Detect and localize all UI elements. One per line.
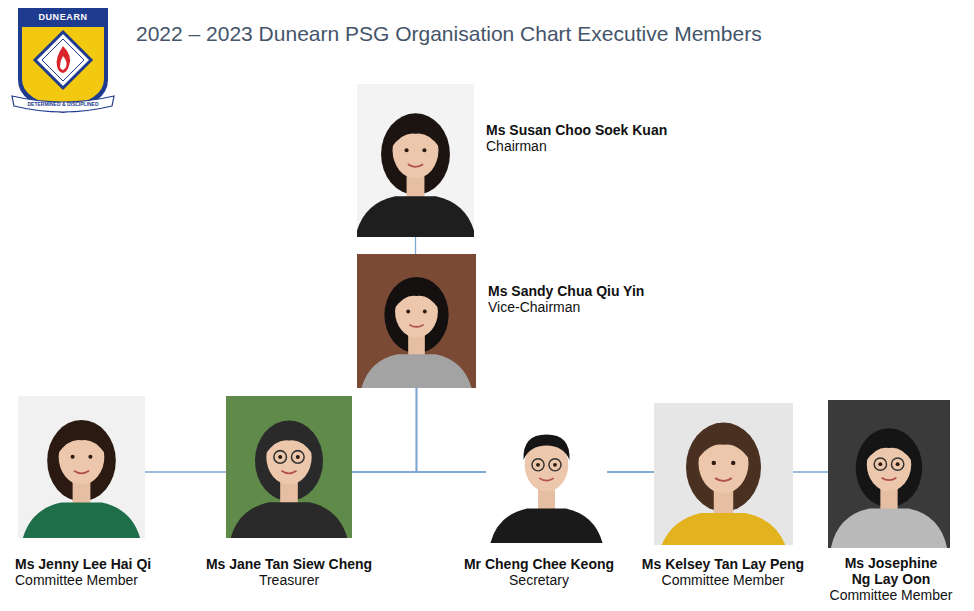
eye [88,455,92,459]
eye [405,148,409,152]
member-name: Ms Jenny Lee Hai Qi [15,556,151,572]
photo-background [18,396,145,538]
smile [715,478,732,481]
shoulders [357,196,474,237]
member-text: Ms Sandy Chua Qiu YinVice-Chairman [488,283,644,315]
member-card: Mr Cheng Chee KeongSecretary [486,406,607,543]
org-connector [415,237,416,254]
member-card: Ms Susan Choo Soek KuanChairman [357,84,474,237]
member-card: Ms Jane Tan Siew ChengTreasurer [226,396,352,538]
member-card: Ms Kelsey Tan Lay PengCommittee Member [654,403,793,545]
member-role: Vice-Chairman [488,299,644,315]
crest-name: DUNEARN [18,12,108,23]
photo-background [357,254,476,388]
member-role: Treasurer [206,572,372,588]
member-card: Ms Josephine Ng Lay OonCommittee Member [828,400,950,548]
eye [731,461,735,465]
glasses [891,458,903,470]
crest-diamond [35,32,91,88]
smile [281,471,296,474]
member-name: Ms Josephine Ng Lay Oon [838,555,943,587]
member-text: Mr Cheng Chee KeongSecretary [464,556,614,588]
smile [408,164,423,167]
shoulders [830,509,948,548]
glasses [549,459,561,471]
eye [278,455,282,459]
shoulders [229,502,350,538]
crest-flame [57,46,71,73]
eye [553,463,557,467]
portrait-photo [486,406,607,543]
member-role: Committee Member [15,572,151,588]
eye [896,462,900,466]
portrait-photo [654,403,793,545]
crest-flame-core [60,56,67,70]
member-text: Ms Kelsey Tan Lay PengCommittee Member [642,556,804,588]
member-card: Ms Jenny Lee Hai QiCommittee Member [18,396,145,538]
eye [422,148,426,152]
crest-ribbon [12,96,114,112]
member-name: Ms Kelsey Tan Lay Peng [642,556,804,572]
photo-background [226,396,352,538]
photo-background [357,84,474,237]
eye [71,455,75,459]
eye [712,461,716,465]
member-name: Ms Sandy Chua Qiu Yin [488,283,644,299]
glasses [874,458,886,470]
portrait-photo [226,396,352,538]
photo-background [654,403,793,545]
fringe [265,424,313,454]
fringe [57,424,105,454]
portrait-photo [357,84,474,237]
org-connector [352,388,417,472]
chart-title: 2022 – 2023 Dunearn PSG Organisation Cha… [136,22,762,46]
member-role: Secretary [464,572,614,588]
fringe [866,432,913,462]
shoulders [359,354,473,388]
crest-inner-diamond [42,39,84,81]
fringe [391,117,439,148]
crest-motto: DETERMINED & DISCIPLINED [14,101,112,107]
eye [406,310,410,314]
portrait-photo [828,400,950,548]
member-name: Mr Cheng Chee Keong [464,556,614,572]
photo-background [828,400,950,548]
crest-field [22,27,104,108]
eye [423,310,427,314]
member-name: Ms Susan Choo Soek Kuan [486,122,667,138]
shoulders [21,503,143,538]
member-role: Committee Member [642,572,804,588]
glasses [274,451,287,464]
portrait-photo [18,396,145,538]
member-text: Ms Jane Tan Siew ChengTreasurer [206,556,372,588]
eye [296,455,300,459]
shoulders [657,513,790,545]
fringe [523,435,569,460]
crest-shield [18,8,108,113]
member-text: Ms Susan Choo Soek KuanChairman [486,122,667,154]
portrait-photo [357,254,476,388]
member-text: Ms Jenny Lee Hai QiCommittee Member [15,556,151,588]
glasses [292,451,305,464]
fringe [697,427,750,460]
member-role: Committee Member [830,587,953,603]
fringe [394,281,439,310]
org-connector [417,388,487,472]
smile [74,471,89,474]
member-card: Ms Sandy Chua Qiu YinVice-Chairman [357,254,476,388]
glasses [532,459,544,471]
shoulders [488,508,604,543]
smile [882,478,897,480]
smile [539,478,554,480]
eye [878,462,882,466]
photo-background [486,406,607,543]
smile [409,325,423,327]
member-name: Ms Jane Tan Siew Cheng [206,556,372,572]
member-role: Chairman [486,138,667,154]
member-text: Ms Josephine Ng Lay OonCommittee Member [830,555,953,603]
eye [536,463,540,467]
